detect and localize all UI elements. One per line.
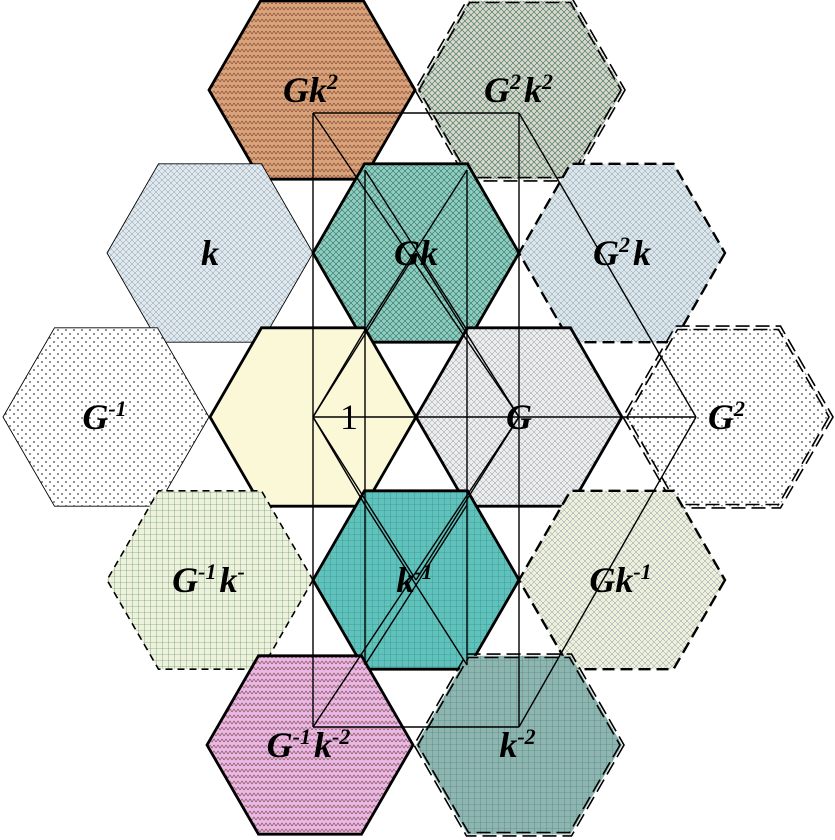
label-base: 1 xyxy=(340,397,358,437)
hexagon-label-k: k xyxy=(201,233,219,273)
hexagon-label-Gk: Gk xyxy=(394,233,438,273)
label-base: k xyxy=(201,233,219,273)
label-base: G xyxy=(82,397,108,437)
hexagon-label-Ginv: G-1 xyxy=(82,396,129,437)
label-sup: -1 xyxy=(414,559,432,584)
hexagon-Ginvk xyxy=(106,489,314,671)
hexagon-pattern xyxy=(416,655,622,835)
label-baseline-reset xyxy=(245,560,248,600)
construction-line xyxy=(312,112,520,418)
hexagon-label-G: G xyxy=(506,397,532,437)
label-sup2: -2 xyxy=(332,724,350,749)
hexagon-k2inv xyxy=(413,653,625,837)
hexagon-label-Gk2: Gk2 xyxy=(283,69,341,110)
label-sup: -1 xyxy=(633,559,651,584)
hexagon-pattern xyxy=(107,163,313,343)
label-baseline-reset xyxy=(338,70,341,110)
hexagon-label-Ginvk: G-1 k- xyxy=(172,559,248,600)
label-baseline-reset xyxy=(745,397,748,437)
hexagon-label-k2inv: k-2 xyxy=(499,724,538,765)
label-base: G xyxy=(593,233,619,273)
hexagon-label-one: 1 xyxy=(340,397,358,437)
label-base: Gk xyxy=(589,560,633,600)
construction-line xyxy=(312,416,366,506)
label-sup: 2 xyxy=(326,69,338,94)
label-base: k xyxy=(499,725,517,765)
label-base2: k xyxy=(524,70,542,110)
label-sup: 2 xyxy=(733,396,745,421)
hexagon-border xyxy=(205,654,415,836)
construction-line xyxy=(364,504,468,666)
hexagon-label-Gkinv: Gk-1 xyxy=(589,559,654,600)
label-base2: k xyxy=(633,233,651,273)
label-base: Gk xyxy=(283,70,327,110)
label-baseline-reset xyxy=(652,560,655,600)
hexagon-label-G2k2: G2 k2 xyxy=(484,69,556,110)
label-baseline-reset xyxy=(553,70,556,110)
hexagon-G2k xyxy=(517,162,727,344)
label-base2: k xyxy=(220,560,238,600)
hexagon-border-outer xyxy=(413,653,625,837)
label-sup2: - xyxy=(238,559,245,584)
construction-line xyxy=(312,329,366,418)
construction-line xyxy=(312,416,520,728)
label-base: G xyxy=(506,397,532,437)
hexagon-pattern xyxy=(207,655,413,835)
hexagon-pattern xyxy=(625,327,831,507)
label-baseline-reset xyxy=(536,725,539,765)
hexagon-pattern xyxy=(209,0,415,180)
hexagon-label-G2: G2 xyxy=(708,396,748,437)
label-sup: 2 xyxy=(618,232,630,257)
hexagon-pattern xyxy=(3,327,209,507)
hexagon-border-inner xyxy=(417,656,621,834)
label-base2: k xyxy=(314,725,332,765)
hexagon-label-Ginvk2: G-1 k-2 xyxy=(267,724,354,765)
label-sup: -2 xyxy=(517,724,535,749)
hexagon-pattern xyxy=(417,0,623,180)
label-base: G xyxy=(267,725,293,765)
label-sup: -1 xyxy=(293,724,311,749)
label-baseline-reset xyxy=(350,725,353,765)
label-baseline-reset xyxy=(433,560,436,600)
hexagon-label-G2k: G2 k xyxy=(593,232,651,273)
hexagon-G2k2 xyxy=(414,0,626,182)
hexagon-Gkinv xyxy=(517,489,727,671)
construction-line xyxy=(518,112,697,418)
construction-line xyxy=(415,252,520,418)
hexagon-G2 xyxy=(622,325,834,509)
construction-line xyxy=(312,416,417,581)
label-base: G xyxy=(708,397,734,437)
label-sup2: 2 xyxy=(541,69,553,94)
construction-line xyxy=(415,416,520,581)
construction-line xyxy=(364,169,468,331)
triangle-lines xyxy=(312,112,697,728)
hexagon-Ginv xyxy=(2,327,210,507)
hexagon-label-kinv: k-1 xyxy=(396,559,435,600)
label-base: G xyxy=(172,560,198,600)
label-sup: -1 xyxy=(108,396,126,421)
label-baseline-reset xyxy=(127,397,130,437)
hexagon-Ginvk2 xyxy=(205,654,415,836)
construction-line xyxy=(518,416,697,728)
construction-line xyxy=(312,252,417,418)
label-base: k xyxy=(396,560,414,600)
hexagon-pattern xyxy=(107,490,313,670)
hexagon-pattern xyxy=(519,490,725,670)
hexagon-pattern xyxy=(519,163,725,343)
hexagon-border-outer xyxy=(622,325,834,509)
hexagon-Gk2 xyxy=(207,0,417,181)
label-base: Gk xyxy=(394,233,438,273)
label-base: G xyxy=(484,70,510,110)
label-sup: 2 xyxy=(509,69,521,94)
label-sup: -1 xyxy=(198,559,216,584)
